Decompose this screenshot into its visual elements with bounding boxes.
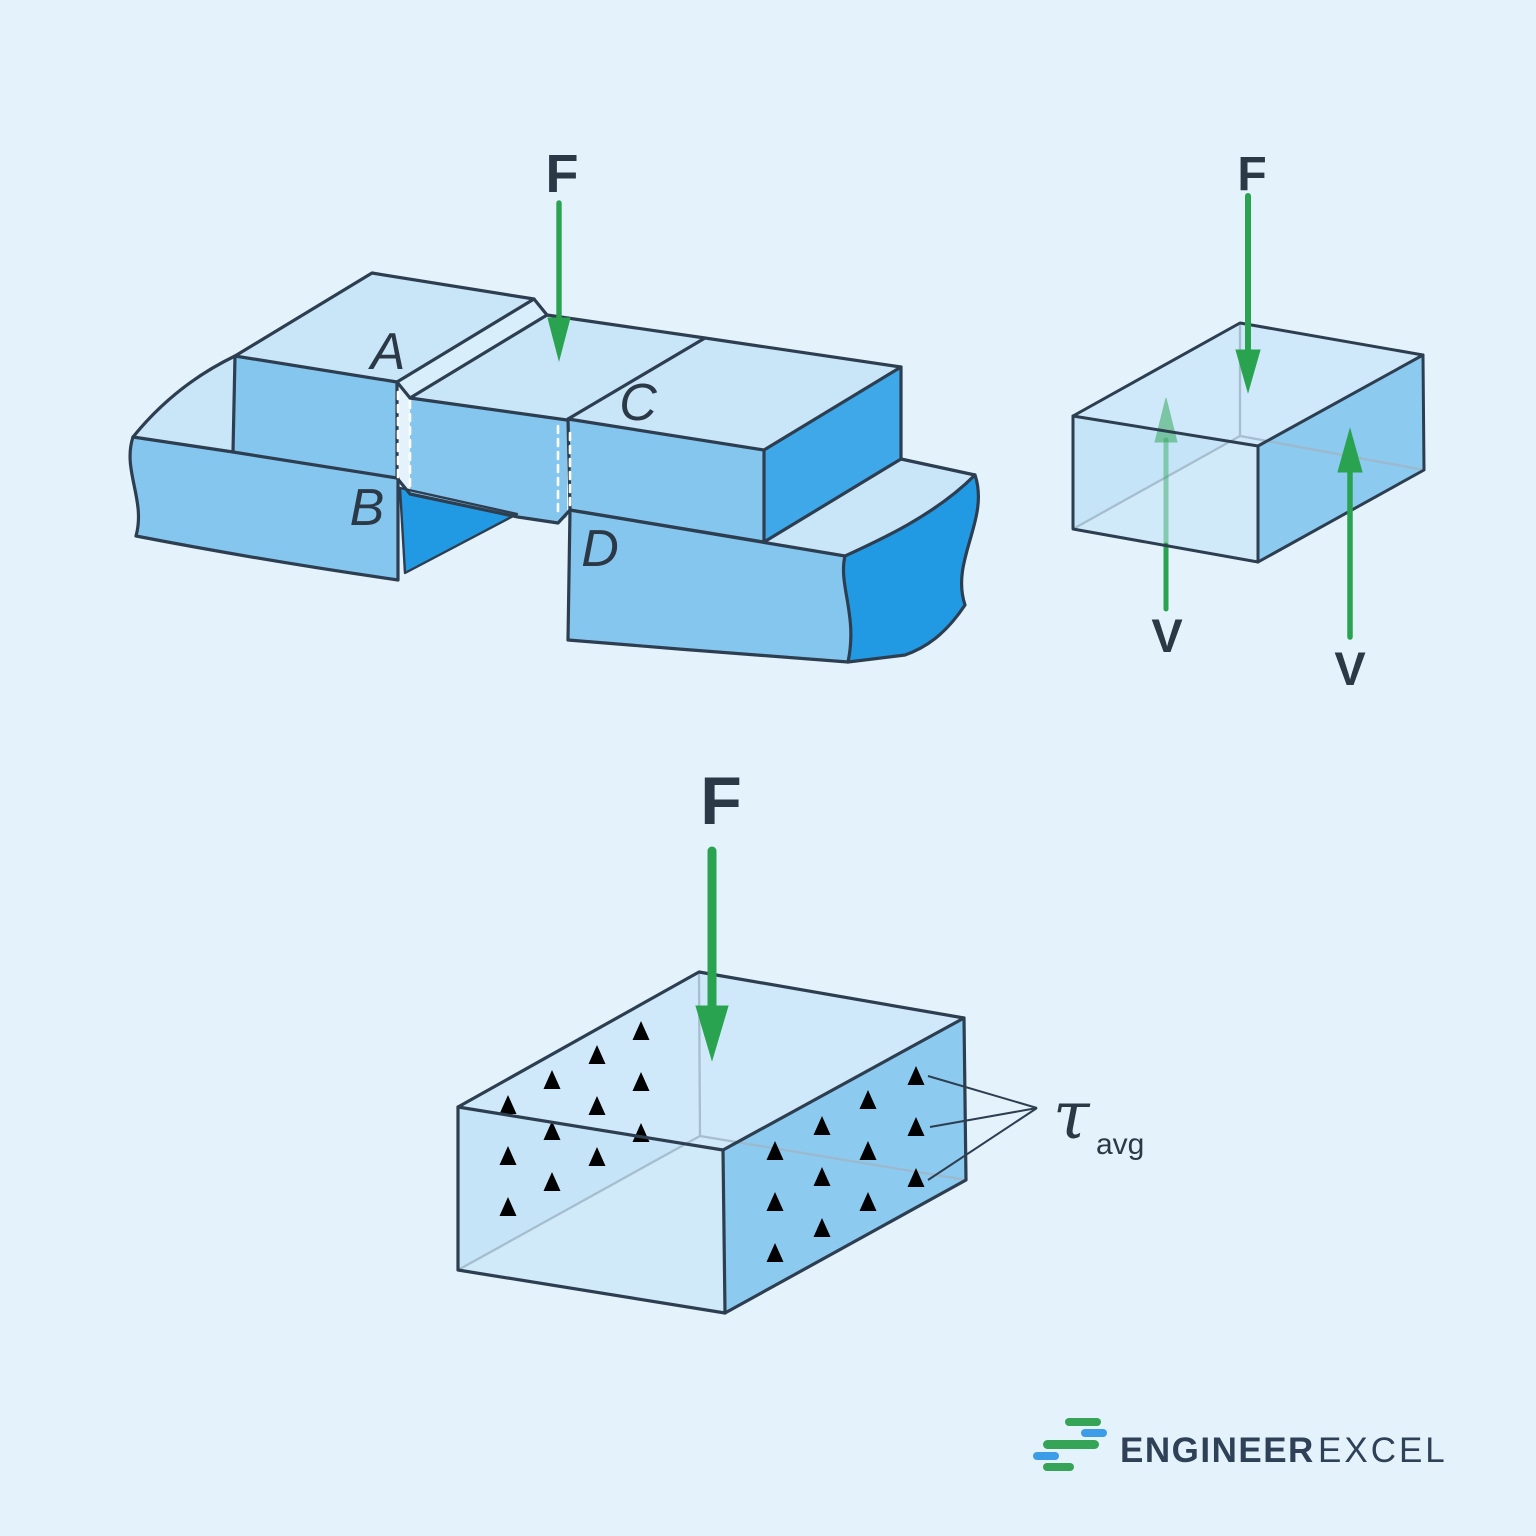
logo-icon: [1033, 1418, 1107, 1471]
plate-d-torn-face: [843, 475, 979, 662]
tau-callout-lines: [927, 1075, 1038, 1181]
element-left-face-lower: [1073, 436, 1258, 562]
tau-avg-subscript: avg: [1096, 1128, 1144, 1161]
force-arrow-f-element: [1235, 193, 1261, 394]
shear-label-v-left: V: [1151, 609, 1183, 662]
middle-bar-top-face: [410, 315, 705, 420]
plate-b-front-face: [130, 437, 399, 580]
stress-left-face-lower: [458, 1136, 725, 1313]
middle-bar-front-face: [410, 398, 567, 523]
block-a-top-face: [235, 273, 534, 382]
force-label-f: F: [546, 144, 579, 204]
block-a-front-face: [233, 356, 397, 478]
force-arrow-f-joint: [547, 200, 571, 362]
stress-right-face: [723, 1018, 966, 1313]
shear-arrow-v-right: [1337, 427, 1363, 640]
label-b: B: [350, 479, 385, 537]
block-c-side-face: [764, 367, 901, 542]
block-a-step-face: [397, 299, 547, 398]
force-label-f-stress: F: [700, 763, 742, 839]
force-label-f-element: F: [1237, 148, 1266, 201]
label-c: C: [619, 374, 657, 432]
label-a: A: [368, 323, 406, 381]
tau-avg-symbol: τ: [1053, 1077, 1091, 1154]
block-c-front-face: [568, 419, 764, 542]
label-d: D: [581, 520, 619, 578]
element-right-face: [1258, 355, 1424, 562]
stress-diagram: F τ avg: [456, 763, 1144, 1315]
logo-text-excel: EXCEL: [1318, 1431, 1448, 1470]
logo: ENGINEER EXCEL: [1033, 1418, 1448, 1471]
plate-d-top-face: [570, 459, 975, 556]
logo-text-engineer: ENGINEER: [1120, 1431, 1315, 1470]
joint-diagram: F A B C D: [128, 144, 981, 664]
stress-top-face: [458, 972, 964, 1150]
plate-b-top-face: [133, 356, 235, 452]
plate-d-front-face: [568, 510, 851, 662]
shear-label-v-right: V: [1334, 642, 1366, 695]
shear-plane-dashes: [396, 390, 572, 518]
element-diagram: F V V: [1071, 148, 1426, 695]
force-arrow-f-stress: [695, 846, 729, 1062]
block-c-top-face: [568, 338, 901, 450]
